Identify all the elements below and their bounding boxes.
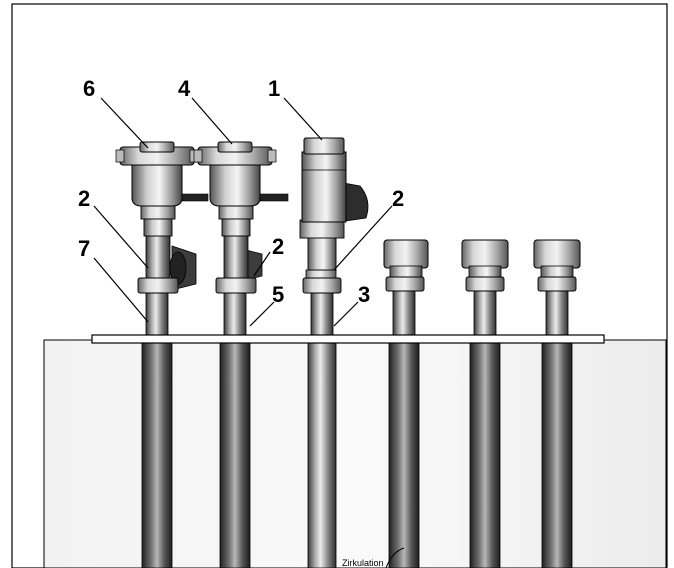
valve-assembly-4-5 (193, 141, 289, 294)
nut-5 (215, 277, 257, 294)
pipe-in-tank-5 (219, 342, 251, 568)
side-port-left-icon (115, 149, 125, 163)
lever-icon (181, 193, 209, 202)
pipe-upper-b (473, 289, 497, 338)
pipe-upper-3 (310, 291, 334, 338)
leader-2-left (93, 205, 149, 269)
pipe-in-tank-a (388, 342, 420, 568)
top-cap-1 (303, 137, 345, 155)
callout-2-mid: 2 (272, 234, 284, 259)
pipe-upper-5 (223, 291, 247, 338)
pipe-in-tank-circulation (307, 342, 337, 568)
circulation-label: Zirkulation (342, 558, 384, 568)
pipe-mid-7 (145, 235, 171, 281)
neck-1 (307, 235, 337, 271)
leader-7 (93, 257, 149, 323)
callout-labels: 6 4 1 2 7 2 5 2 3 (78, 76, 404, 307)
leader-5 (249, 301, 275, 327)
tank-body (43, 339, 667, 568)
callout-2-left: 2 (78, 186, 90, 211)
leader-lines (93, 97, 393, 327)
callout-6: 6 (83, 76, 95, 101)
neck-c (540, 265, 574, 279)
top-cap-4 (217, 141, 253, 153)
side-port-left-icon (193, 149, 203, 163)
body-nut-4 (218, 204, 254, 220)
leader-6 (100, 97, 149, 149)
callout-2-right: 2 (392, 186, 404, 211)
circulation-bend (385, 547, 405, 568)
valve-assembly-6-7 (115, 141, 209, 294)
callout-4: 4 (178, 76, 191, 101)
top-cap-6 (139, 141, 175, 153)
body-neck-6 (143, 218, 173, 237)
leader-4 (191, 97, 233, 145)
leader-2-mid (253, 251, 271, 277)
tank-pipes: Zirkulation (141, 342, 573, 568)
pipe-in-tank-7 (141, 342, 173, 568)
valve-assembly-1-3 (299, 137, 369, 294)
nut-c (537, 276, 577, 292)
nut-1 (299, 219, 345, 239)
cap-nut-c (533, 239, 581, 269)
pipe-mid-5 (223, 235, 249, 281)
body-neck-4 (221, 218, 251, 237)
body-nut-6 (140, 204, 176, 220)
nut-a (385, 276, 425, 292)
leader-3 (333, 301, 359, 327)
body-4 (209, 163, 261, 207)
neck-b (468, 265, 502, 279)
callout-3: 3 (358, 282, 370, 307)
pipe-in-tank-b (469, 342, 501, 568)
plain-connectors (383, 239, 581, 292)
callout-7: 7 (78, 236, 90, 261)
leader-2-right (333, 205, 393, 271)
pipe-upper-7 (145, 291, 169, 338)
pipe-upper-c (545, 289, 569, 338)
body-1 (301, 151, 347, 223)
neck-a (389, 265, 423, 279)
callout-5: 5 (272, 282, 284, 307)
mounting-plate (91, 334, 605, 344)
nut-3 (302, 277, 342, 294)
nut-7 (137, 277, 179, 294)
callout-1: 1 (268, 76, 280, 101)
side-port-right-icon (267, 149, 277, 163)
cap-nut-a (383, 239, 429, 269)
pipe-upper-a (392, 289, 416, 338)
leader-1 (283, 97, 323, 141)
lever-icon (259, 193, 289, 202)
body-6 (131, 163, 183, 207)
cap-nut-b (461, 239, 509, 269)
nut-b (465, 276, 505, 292)
pipe-in-tank-c (541, 342, 573, 568)
